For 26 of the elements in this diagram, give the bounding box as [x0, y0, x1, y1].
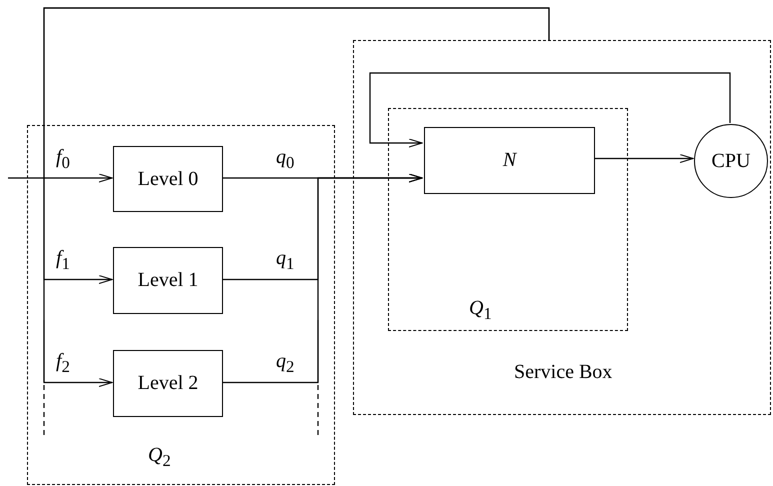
process-box — [424, 127, 595, 194]
arrow — [8, 174, 112, 182]
process-box — [113, 350, 223, 417]
box-label: CPU — [712, 150, 750, 172]
box-label: Level 1 — [138, 269, 198, 292]
box-label: Level 0 — [138, 168, 198, 190]
box-label: N — [502, 149, 516, 172]
edge-label: q$_{1}$ — [276, 247, 294, 274]
edge-label: f$_{0}$ — [56, 146, 70, 173]
dashed-region — [27, 125, 335, 485]
arrow — [593, 154, 694, 163]
arrow — [369, 72, 731, 148]
arrow — [222, 174, 422, 384]
edge-label: q$_{0}$ — [276, 146, 294, 173]
edge-label: q$_{2}$ — [276, 350, 294, 377]
edge-label: f$_{1}$ — [56, 247, 70, 274]
region-label: Q$_{1}$ — [469, 297, 492, 324]
box-label: Level 2 — [138, 372, 198, 395]
process-box — [113, 146, 223, 212]
region-label: Q$_{2}$ — [148, 444, 171, 471]
dashed-region — [353, 40, 771, 415]
region-label: Service Box — [514, 361, 612, 384]
dashed-region — [388, 108, 628, 331]
arrow — [43, 7, 550, 387]
edge-label: f$_{2}$ — [56, 350, 70, 377]
process-box — [113, 247, 223, 314]
